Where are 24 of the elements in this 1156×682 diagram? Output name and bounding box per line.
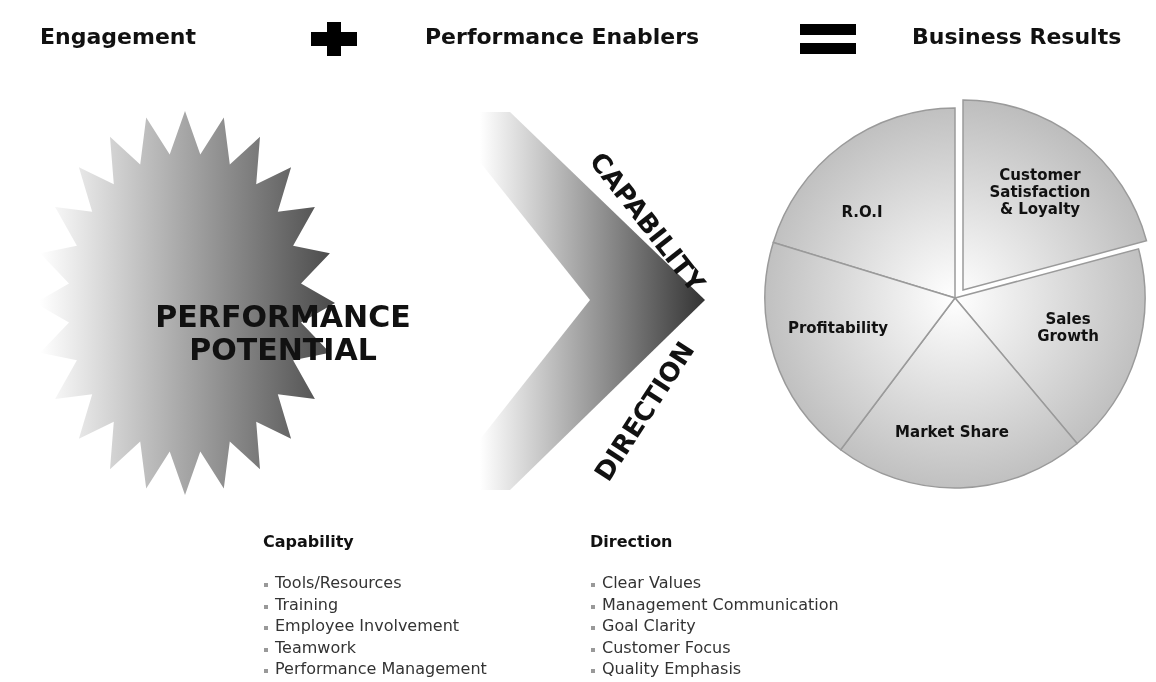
list-item: Tools/Resources (275, 573, 402, 592)
pie-slice (962, 99, 1148, 291)
list-item: Training (275, 594, 339, 614)
pie-slice (764, 241, 956, 451)
list-item: Employee Involvement (275, 616, 460, 635)
list-item: Quality Emphasis (602, 659, 742, 678)
list-heading: Direction (590, 532, 673, 551)
list-item: Management Communication (602, 594, 839, 614)
slice-label: Profitability (787, 319, 889, 338)
list-heading: Capability (263, 532, 354, 551)
list-item: Customer Focus (602, 637, 731, 657)
column-heading: Engagement (40, 24, 196, 49)
slice-label: Market Share (895, 423, 1009, 442)
list-item: Performance Management (275, 659, 487, 678)
column-heading: Business Results (912, 24, 1122, 49)
slice-label: Sales Growth (1037, 309, 1099, 345)
pie-slice (954, 248, 1146, 445)
pie-slice (772, 107, 956, 299)
slice-label: R.O.I (841, 203, 883, 222)
list-item: Goal Clarity (602, 616, 696, 635)
slice-label: Customer Satisfaction & Loyalty (989, 166, 1091, 219)
list-item: Clear Values (602, 573, 702, 592)
list-item: Teamwork (275, 637, 356, 657)
column-heading: Performance Enablers (425, 24, 700, 49)
